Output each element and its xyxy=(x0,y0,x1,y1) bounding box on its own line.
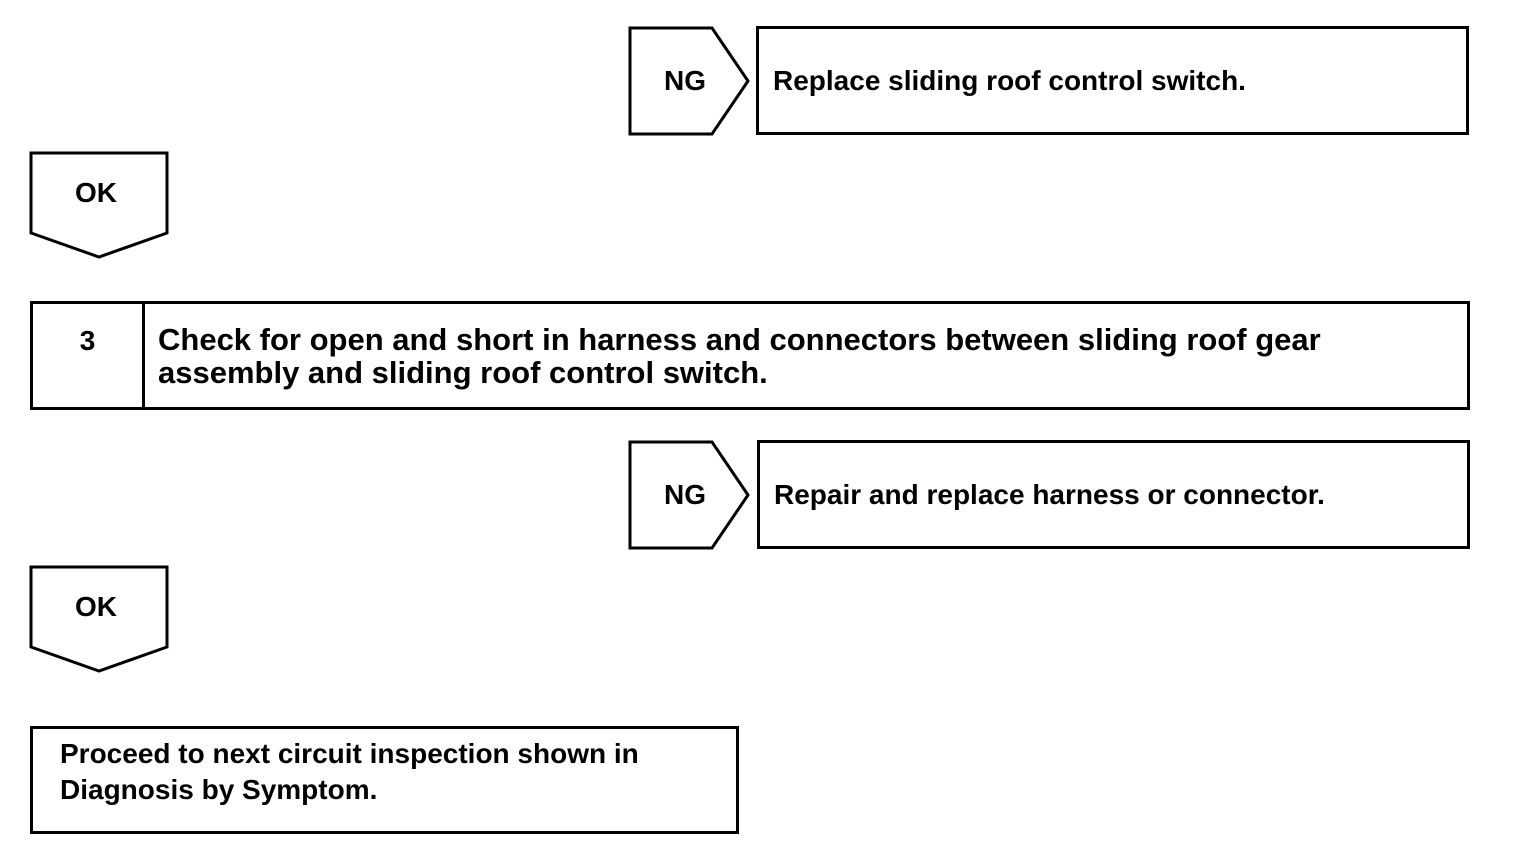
ng-label-1: NG xyxy=(664,65,706,96)
ng-label-2: NG xyxy=(664,479,706,510)
ng-result-text-1: Replace sliding roof control switch. xyxy=(773,64,1246,96)
step-3-box: 3 Check for open and short in harness an… xyxy=(30,301,1470,410)
final-instruction-box: Proceed to next circuit inspection shown… xyxy=(30,726,739,834)
ok-label-2: OK xyxy=(75,591,117,622)
ng-result-box-2: Repair and replace harness or connector. xyxy=(757,440,1470,549)
final-instruction-text: Proceed to next circuit inspection shown… xyxy=(60,738,639,805)
step-description: Check for open and short in harness and … xyxy=(158,322,1321,390)
ng-result-box-1: Replace sliding roof control switch. xyxy=(756,26,1469,135)
ok-arrow-1 xyxy=(29,151,169,259)
ok-label-1: OK xyxy=(75,177,117,208)
ok-arrow-2 xyxy=(29,565,169,673)
ng-arrow-1 xyxy=(628,26,750,136)
ng-result-text-2: Repair and replace harness or connector. xyxy=(774,478,1325,510)
ng-arrow-2 xyxy=(628,440,750,550)
step-number: 3 xyxy=(33,304,145,407)
